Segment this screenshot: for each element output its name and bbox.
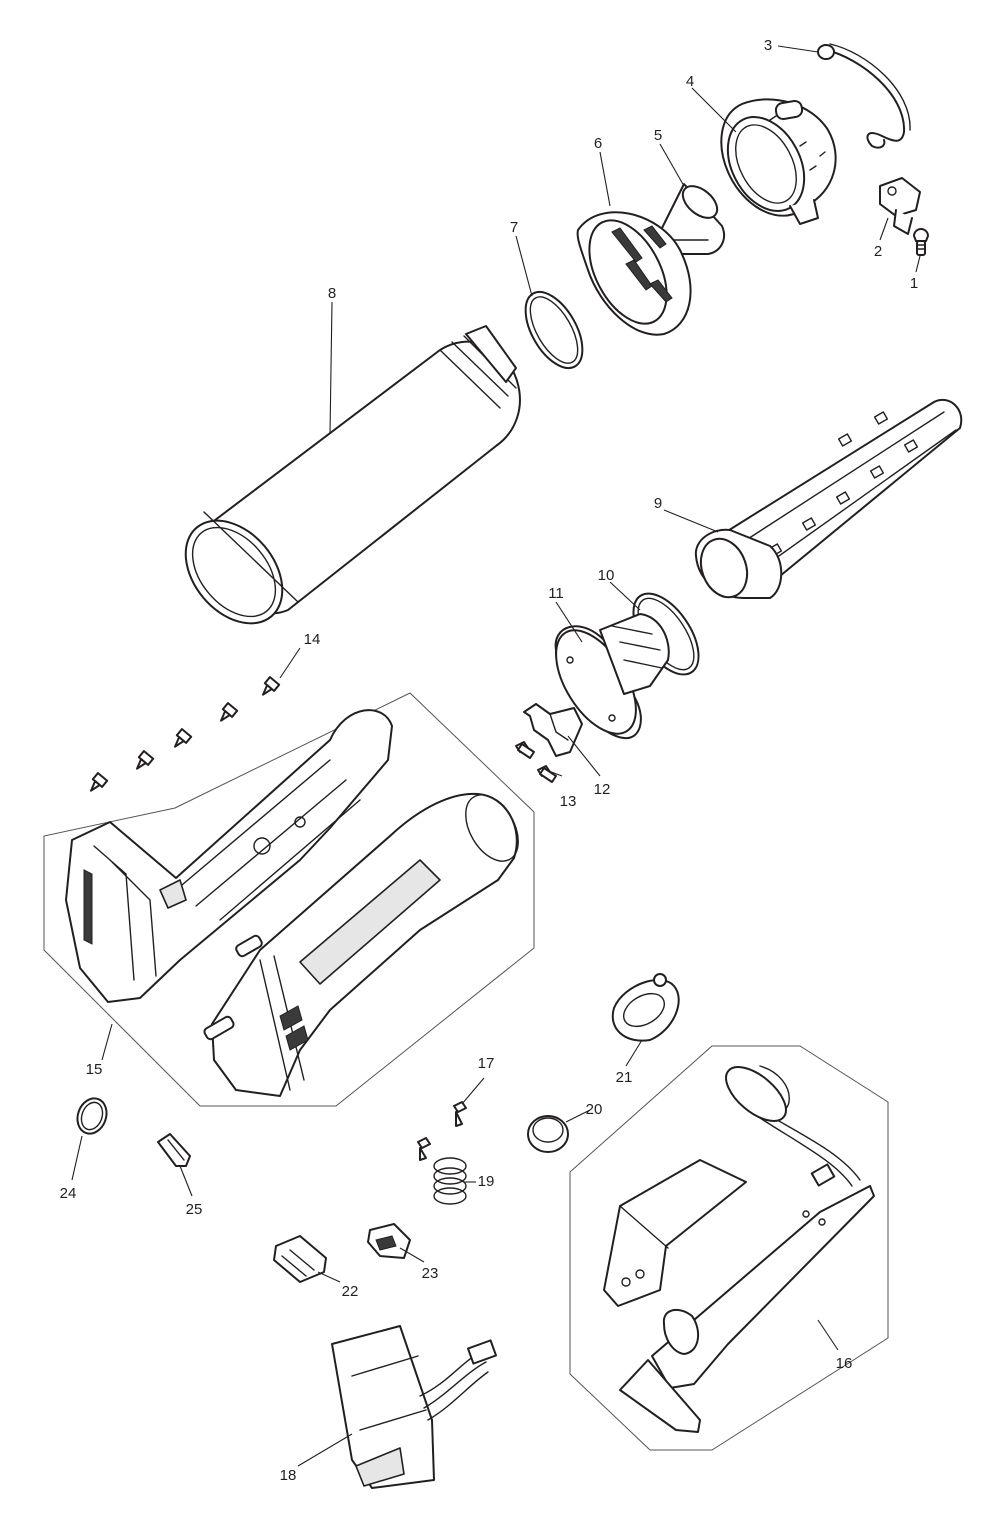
callout-15: 15 — [86, 1061, 103, 1078]
callout-4: 4 — [686, 73, 694, 90]
callout-20: 20 — [586, 1101, 603, 1118]
callout-6: 6 — [594, 135, 602, 152]
callout-24: 24 — [60, 1185, 77, 1202]
callout-9: 9 — [654, 495, 662, 512]
part-4-nozzle-cap — [720, 98, 837, 225]
callout-17: 17 — [478, 1055, 495, 1072]
callout-8: 8 — [328, 285, 336, 302]
callout-22: 22 — [342, 1283, 359, 1300]
part-12-latch — [523, 703, 583, 757]
electronics-group-outline — [569, 1045, 889, 1451]
part-22-connector — [273, 1235, 327, 1283]
callout-1: 1 — [910, 275, 918, 292]
part-15-housing — [65, 709, 519, 1097]
part-11-flange — [554, 613, 670, 740]
callout-14: 14 — [304, 631, 321, 648]
callout-18: 18 — [280, 1467, 297, 1484]
part-14-screws — [90, 676, 281, 792]
part-17-screws — [417, 1101, 467, 1161]
part-21-switch-cover — [611, 973, 680, 1042]
part-9-plunger-rod — [694, 399, 963, 599]
part-16-electronics — [603, 1065, 875, 1433]
callout-23: 23 — [422, 1265, 439, 1282]
callout-7: 7 — [510, 219, 518, 236]
part-18-battery-terminal — [331, 1325, 498, 1489]
leader-lines — [71, 45, 921, 1467]
callout-19: 19 — [478, 1173, 495, 1190]
callout-25: 25 — [186, 1201, 203, 1218]
part-19-spring — [433, 1157, 467, 1205]
part-20-disc — [527, 1115, 569, 1153]
callout-labels: 1 2 3 4 5 6 7 8 9 10 11 12 13 14 15 16 1… — [60, 37, 919, 1484]
part-13-screws — [515, 741, 557, 783]
callout-16: 16 — [836, 1355, 853, 1372]
part-8-main-tube — [184, 325, 521, 625]
part-2-clip — [879, 177, 921, 235]
housing-group-outline — [43, 692, 535, 1107]
part-24-o-ring — [76, 1097, 108, 1135]
callout-21: 21 — [616, 1069, 633, 1086]
part-7-o-ring — [524, 291, 584, 369]
part-1-screw — [913, 228, 929, 256]
part-3-hanger-hook — [817, 43, 911, 149]
callout-2: 2 — [874, 243, 882, 260]
callout-13: 13 — [560, 793, 577, 810]
callout-3: 3 — [764, 37, 772, 54]
callout-12: 12 — [594, 781, 611, 798]
part-23-switch — [367, 1223, 411, 1259]
part-6-outer-ring — [576, 211, 692, 336]
callout-5: 5 — [654, 127, 662, 144]
callout-10: 10 — [598, 567, 615, 584]
callout-11: 11 — [548, 585, 564, 602]
part-25-clip — [157, 1133, 191, 1167]
